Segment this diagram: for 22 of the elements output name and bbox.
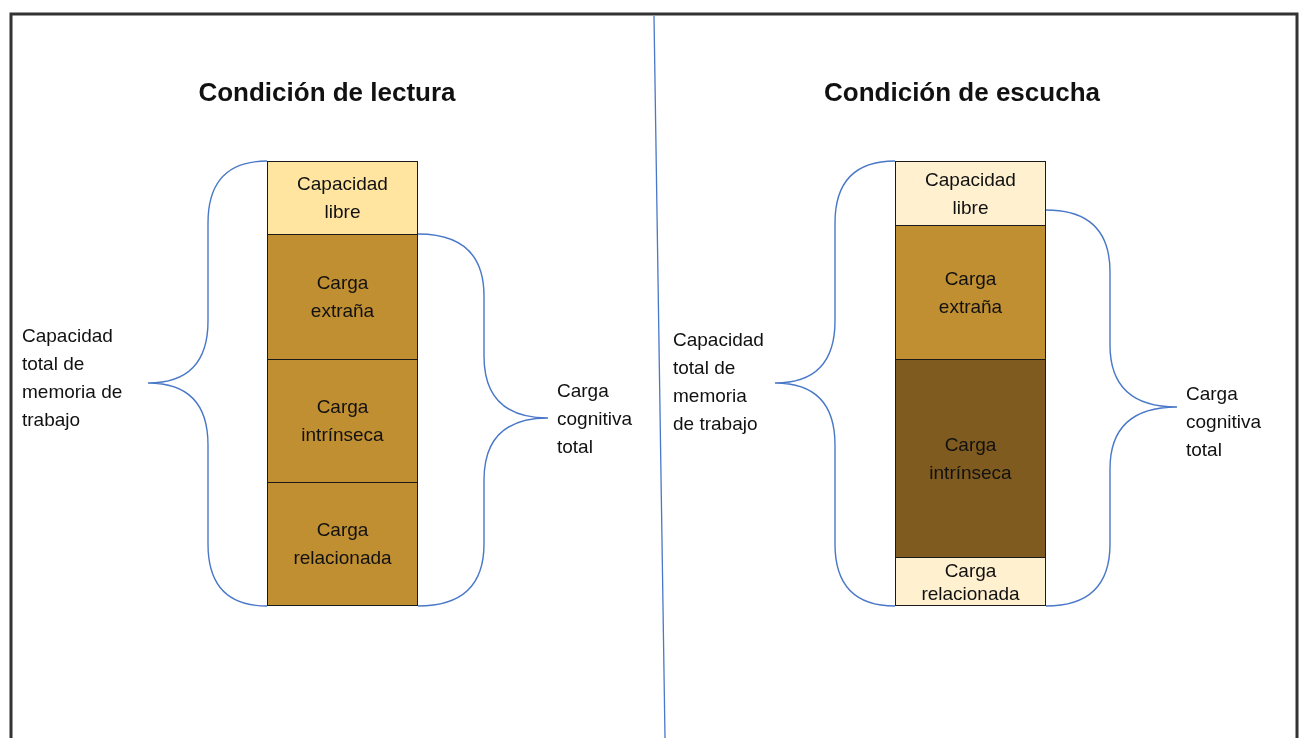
stacked-block bbox=[267, 161, 418, 235]
side-label: Capacidad total de memoria de trabajo bbox=[22, 324, 124, 432]
block-label: Carga relacionada bbox=[920, 558, 1021, 605]
block-label: Carga extraña bbox=[309, 271, 376, 323]
block-label: Carga extraña bbox=[937, 266, 1004, 319]
stacked-block bbox=[895, 557, 1046, 606]
section-heading: Condición de escucha bbox=[824, 76, 1100, 108]
side-label: Capacidad total de memoria de trabajo bbox=[673, 328, 765, 436]
block-label: Carga relacionada bbox=[292, 518, 393, 570]
stacked-block bbox=[895, 161, 1046, 226]
side-label: Carga cognitiva total bbox=[557, 379, 633, 459]
block-label: Capacidad libre bbox=[924, 167, 1017, 220]
side-label: Carga cognitiva total bbox=[1186, 382, 1262, 462]
block-label: Carga intrínseca bbox=[300, 395, 385, 447]
stacked-block bbox=[267, 234, 418, 360]
block-label: Carga intrínseca bbox=[928, 432, 1013, 485]
stacked-block bbox=[895, 225, 1046, 360]
stacked-block bbox=[267, 482, 418, 606]
section-heading: Condición de lectura bbox=[198, 76, 456, 108]
stacked-block bbox=[267, 359, 418, 483]
stacked-block bbox=[895, 359, 1046, 558]
block-label: Capacidad libre bbox=[296, 172, 389, 224]
